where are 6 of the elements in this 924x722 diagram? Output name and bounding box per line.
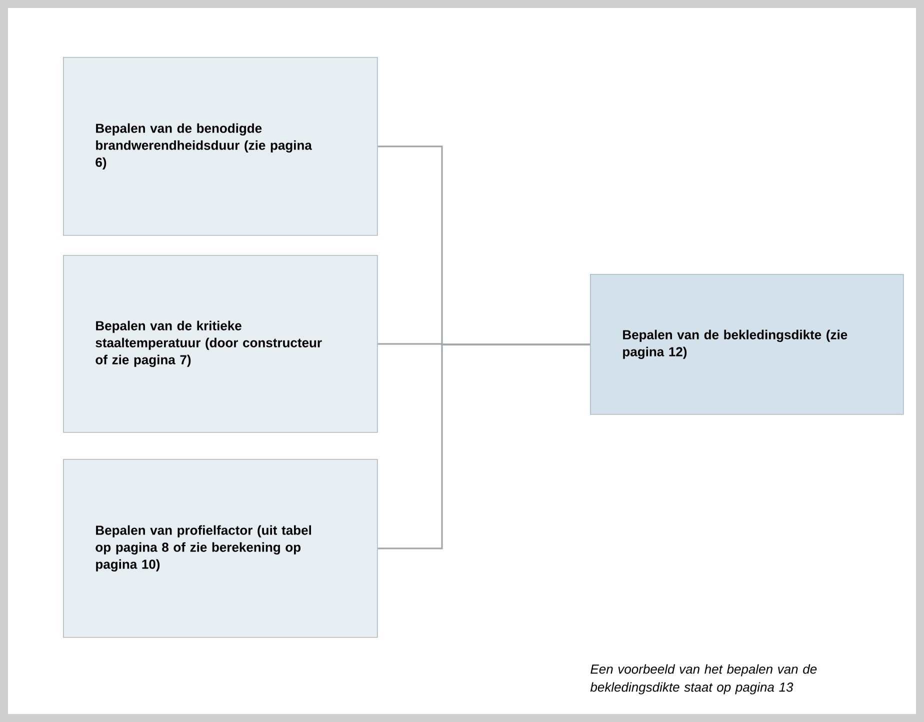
note-text: Een voorbeeld van het bepalen van de bekledingsdikte staat op pagina 13 <box>590 664 817 694</box>
process-box: Bepalen van de bekledingsdikte (zie pagina 12) <box>590 274 904 415</box>
connector-line <box>378 344 590 550</box>
process-box: Bepalen van de kritieke staaltemperatuur (door constructeur of zie pagina 7) <box>63 255 378 433</box>
process-box: Bepalen van de benodigde brandwerendheidsduur (zie pagina 6) <box>63 57 378 236</box>
process-box: Bepalen van profielfactor (uit tabel op pagina 8 of zie berekening op pagina 10) <box>63 459 378 638</box>
